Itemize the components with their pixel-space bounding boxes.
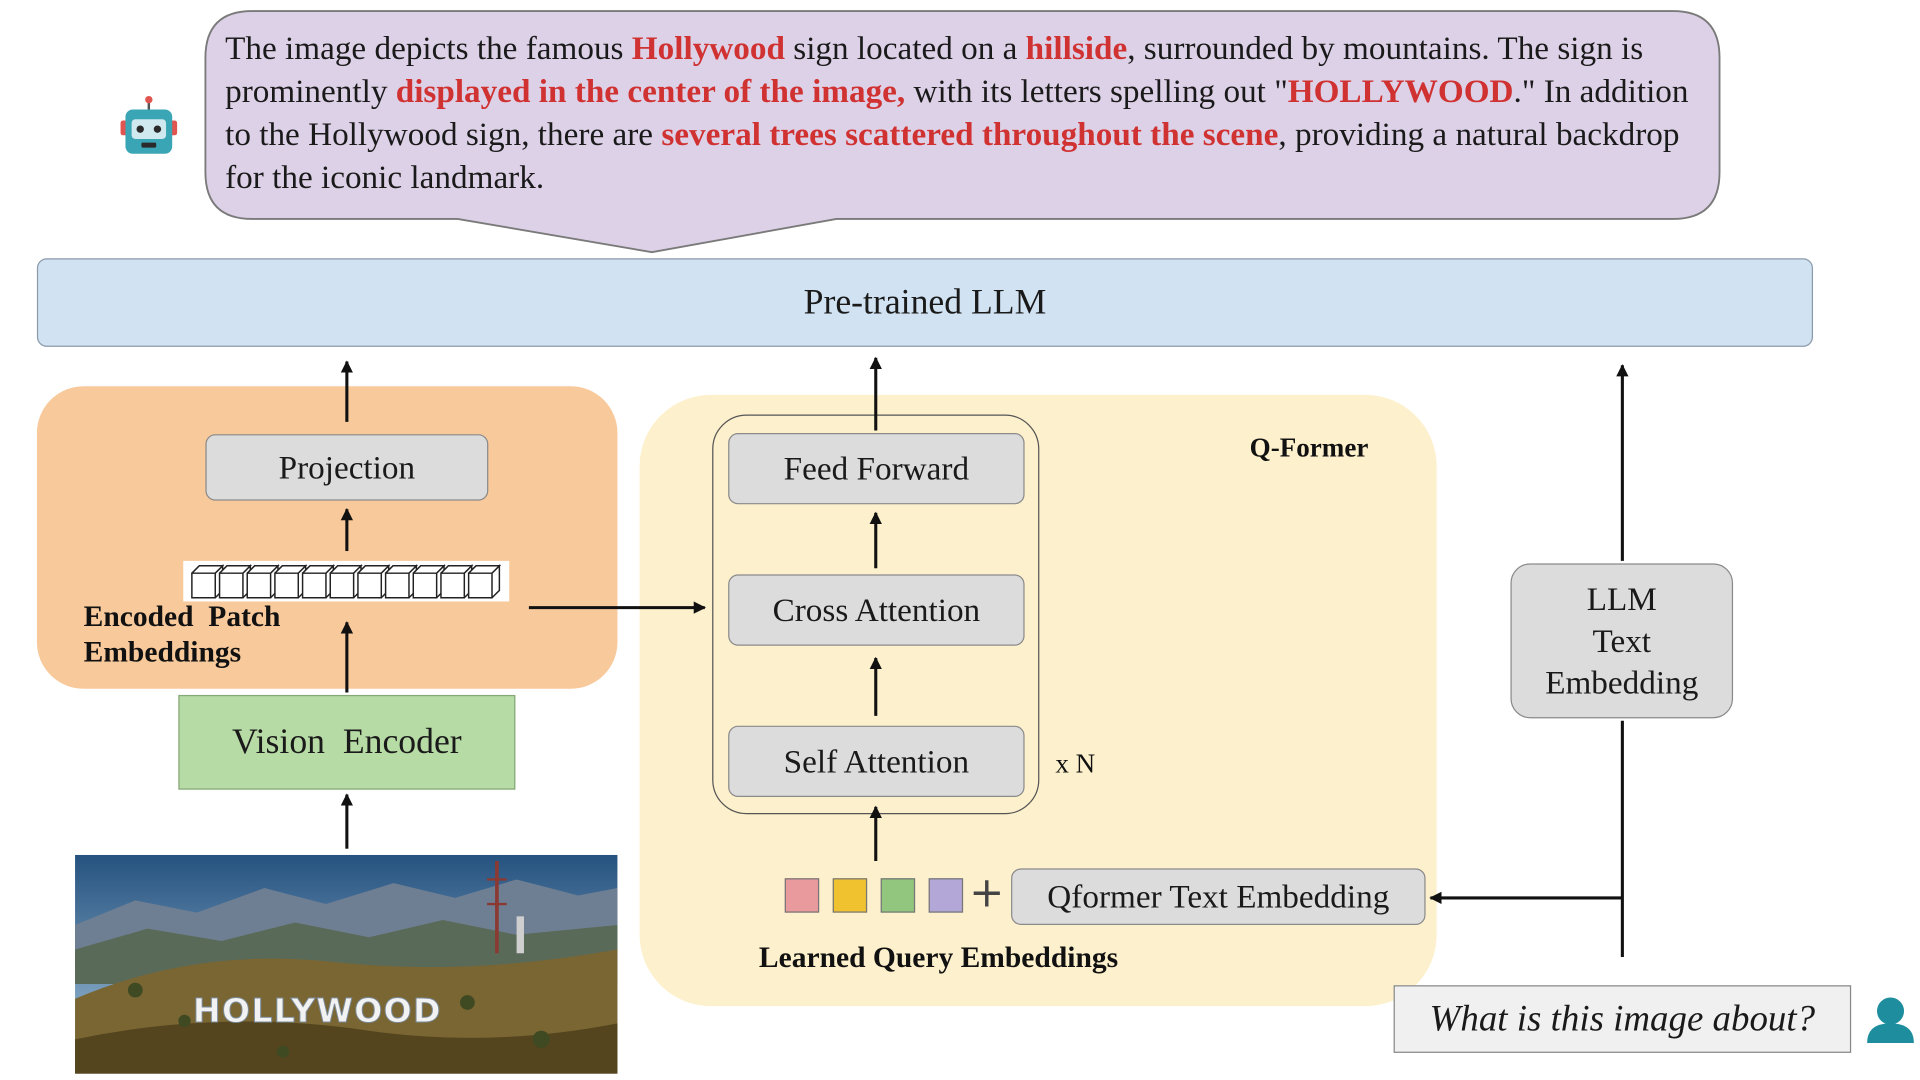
- patch-label-line1: Encoded Patch: [83, 601, 281, 634]
- llm-text-embedding-line1: LLM: [1586, 580, 1657, 618]
- llm-text-embedding-box: LLM Text Embedding: [1510, 563, 1734, 719]
- query-embedding-square: [880, 878, 916, 913]
- vision-encoder-box: Vision Encoder: [178, 694, 516, 790]
- question-box: What is this image about?: [1393, 985, 1852, 1053]
- highlighted-phrase: displayed in the center of the image,: [395, 72, 906, 110]
- response-text: The image depicts the famous Hollywood s…: [225, 27, 1701, 199]
- pretrained-llm: Pre-trained LLM: [36, 258, 1814, 347]
- patch-token-cube: [467, 564, 502, 599]
- patch-token-cube: [384, 564, 419, 599]
- learned-query-label: Learned Query Embeddings: [758, 942, 1119, 975]
- highlighted-phrase: Hollywood: [631, 29, 785, 67]
- highlighted-phrase: several trees scattered throughout the s…: [661, 115, 1279, 153]
- plus-sign: +: [969, 868, 1005, 918]
- projection-label: Projection: [278, 448, 416, 486]
- response-phrase: ." In addition to the Hollywood sign, th…: [225, 72, 1689, 153]
- highlighted-phrase: HOLLYWOOD: [1287, 72, 1514, 110]
- response-phrase: sign located on a: [784, 29, 1026, 67]
- llm-text-embedding-line3: Embedding: [1545, 664, 1699, 702]
- qformer-text-embedding-label: Qformer Text Embedding: [1047, 877, 1390, 915]
- pretrained-llm-label: Pre-trained LLM: [803, 282, 1047, 322]
- query-embedding-square: [832, 878, 868, 913]
- response-phrase: with its letters spelling out ": [905, 72, 1288, 110]
- patch-embeddings-label: Encoded Patch Embeddings: [84, 600, 281, 671]
- response-phrase: , surrounded by mountains. The sign is p…: [225, 29, 1644, 110]
- vision-encoder-label: Vision Encoder: [232, 722, 462, 762]
- repeat-label: x N: [1055, 747, 1096, 779]
- qformer-title: Q-Former: [1249, 431, 1369, 463]
- photo-sign-text: HOLLYWOOD: [193, 991, 442, 1030]
- llm-text-embedding-line2: Text: [1592, 622, 1652, 660]
- query-embedding-square: [928, 878, 964, 913]
- highlighted-phrase: hillside: [1025, 29, 1128, 67]
- cross-attention-box: Cross Attention: [728, 574, 1025, 646]
- response-phrase: The image depicts the famous: [225, 29, 632, 67]
- feed-forward-box: Feed Forward: [728, 432, 1025, 505]
- qformer-text-embedding-box: Qformer Text Embedding: [1011, 868, 1426, 925]
- response-phrase: , providing a natural backdrop for the i…: [225, 115, 1680, 196]
- self-attention-label: Self Attention: [783, 742, 970, 780]
- question-text: What is this image about?: [1429, 998, 1816, 1039]
- feed-forward-label: Feed Forward: [783, 449, 970, 487]
- projection-box: Projection: [205, 434, 489, 501]
- patch-label-line2: Embeddings: [83, 637, 242, 670]
- self-attention-box: Self Attention: [728, 725, 1025, 798]
- cross-attention-label: Cross Attention: [772, 591, 981, 628]
- query-embedding-square: [784, 878, 820, 913]
